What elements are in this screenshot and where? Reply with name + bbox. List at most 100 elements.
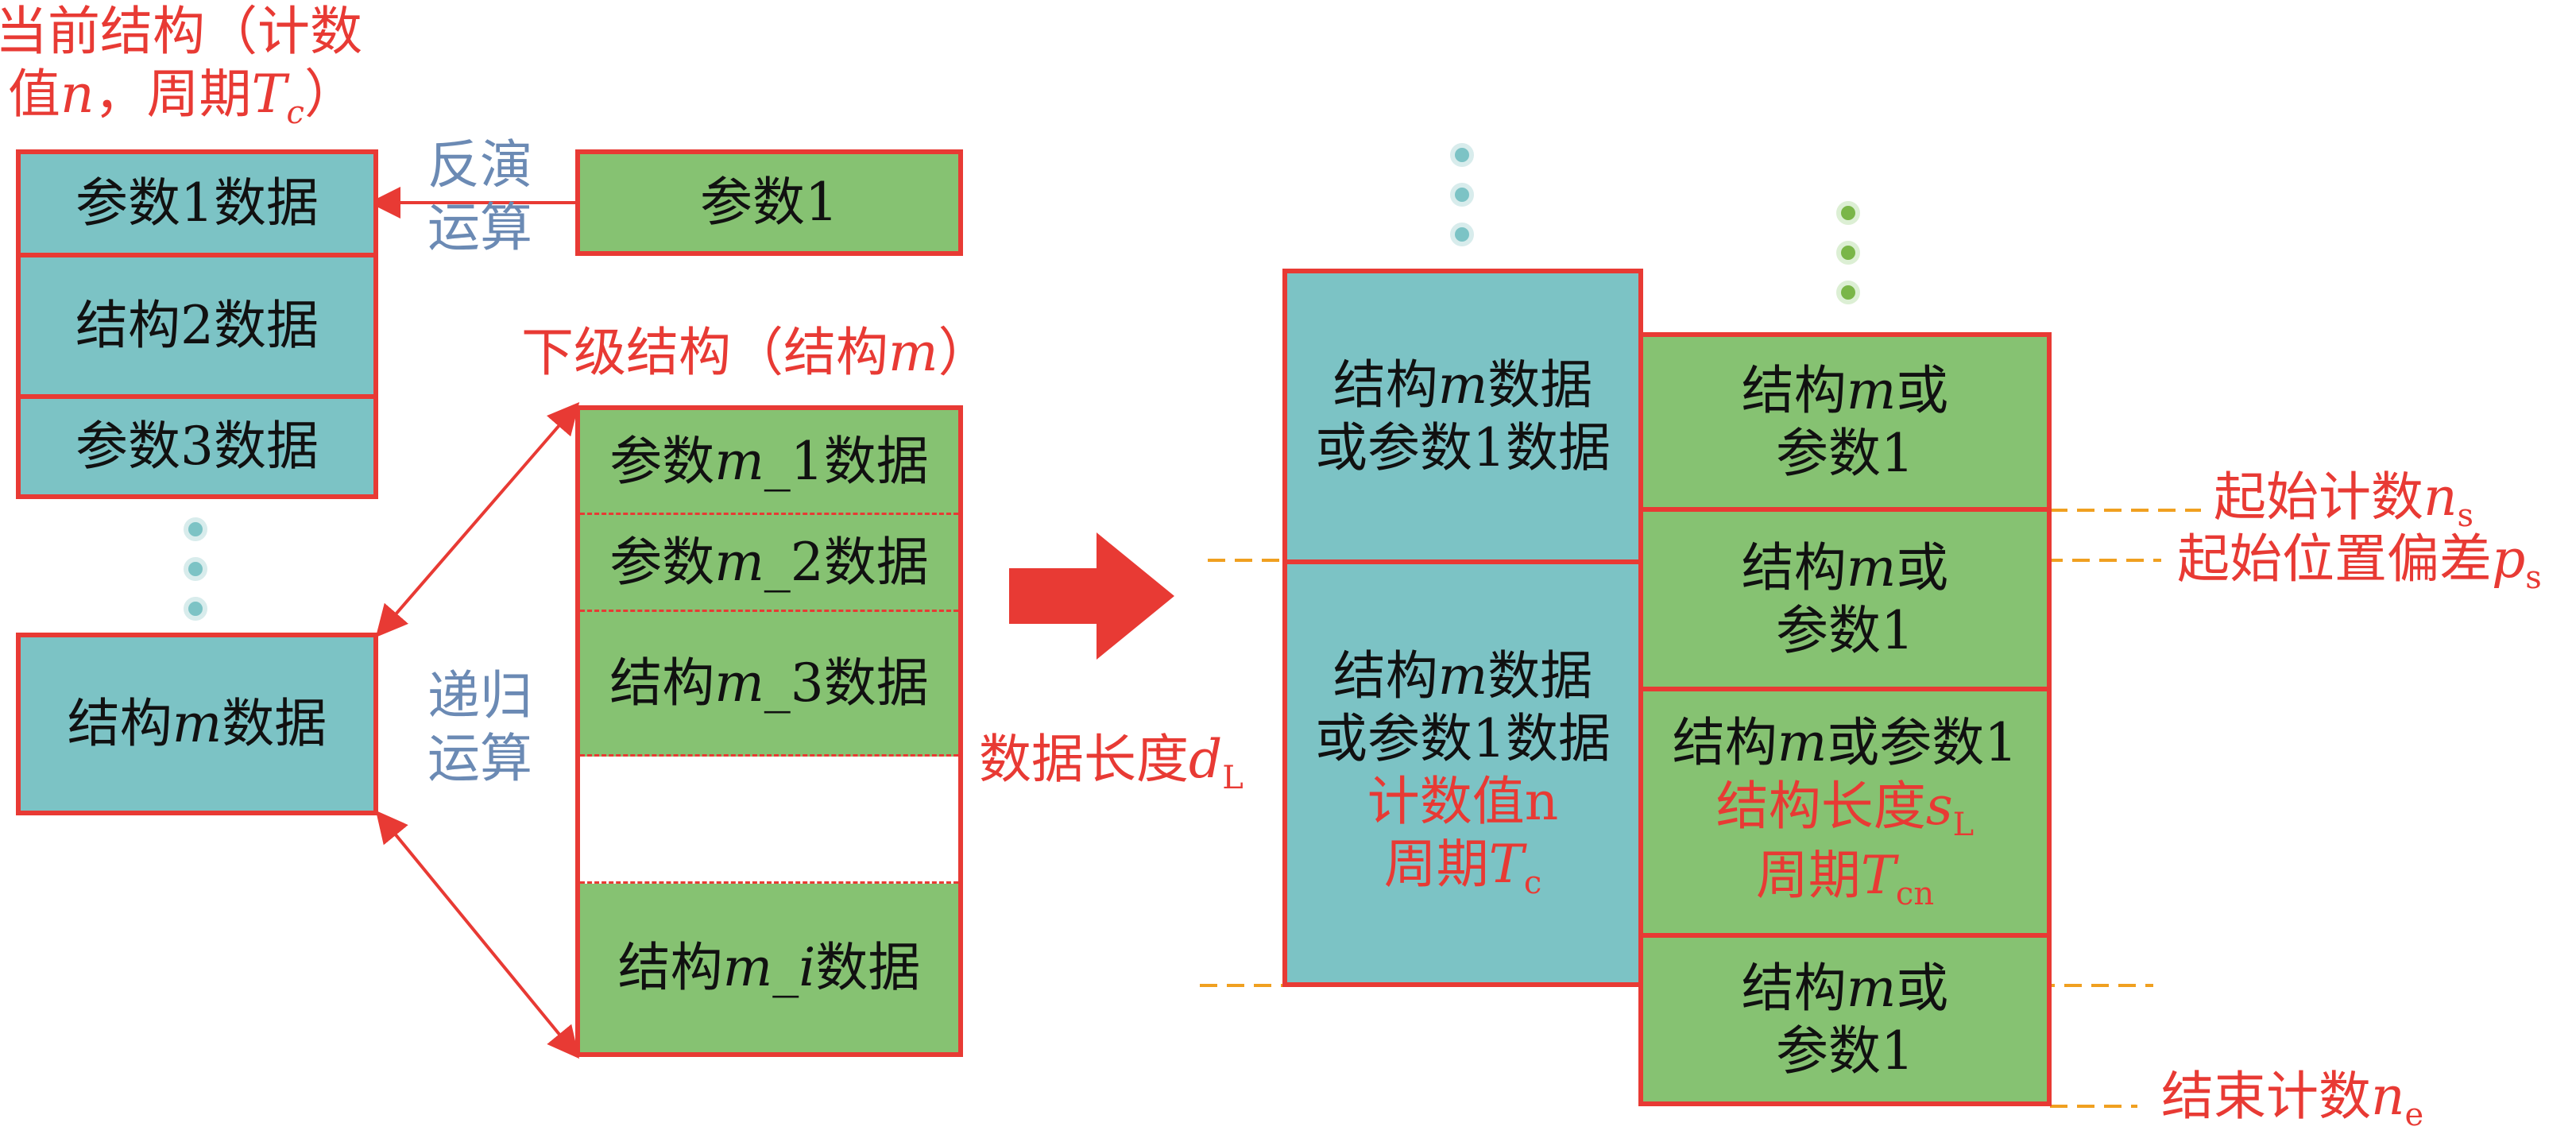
text: 下级结构（结构 [521,322,888,383]
inverse-op-line1: 反演 [427,134,532,195]
current-struct-m: 结构m数据 [16,633,378,815]
right-struct-top: 结构m数据 或参数1数据 [1282,269,1643,564]
title-text: ） [304,64,357,126]
text: 或参数1 [1827,712,2018,774]
m-var: m [714,531,764,593]
title-T: T [251,64,287,126]
row-label: 结构2数据 [75,295,319,357]
text: 结构 [1741,957,1847,1019]
m-var: m_i [722,937,816,999]
text: 数据长度 [979,729,1189,790]
text: 结构 [67,693,172,755]
text: _1数据 [764,430,929,492]
recursive-arrow-lower [375,810,580,1059]
inverse-op-label: 反演 运算 [427,134,532,259]
m-var: m [1846,957,1897,1019]
row-label: 参数1数据 [75,172,319,234]
end-count-label: 结束计数ne [2161,1065,2423,1134]
recursive-arrow-upper [375,401,580,638]
current-row-param3: 参数3数据 [16,394,378,499]
m-var: m [1437,645,1488,706]
ellipsis-dots-right-teal [1450,143,1474,246]
transition-arrow [1009,532,1174,660]
text: 起始计数 [2214,466,2423,528]
recursive-op-label: 递归 运算 [427,664,532,790]
text: 起始位置偏差 [2177,528,2492,590]
struct-m-label: 结构m数据 [68,692,327,755]
line: 结构m或 [1742,957,1949,1020]
start-count-label: 起始计数ns [2214,466,2474,535]
sub-row-3: 结构m_3数据 [580,612,958,757]
current-row-param1: 参数1数据 [16,149,378,257]
data-length-label: 数据长度dL [979,728,1244,797]
p-var: p [2492,528,2526,590]
m-var: m [714,652,764,714]
d-sub: L [1222,760,1244,796]
text: 周期 [1383,834,1489,896]
sub-row-gap [580,757,958,884]
recursive-op-line1: 递归 [427,665,532,726]
n-var: n [2423,466,2458,528]
param1-box: 参数1 [575,149,963,256]
text: 数据 [222,693,327,755]
current-structure-title-line1: 当前结构（计数 [0,1,362,62]
sub-row-label: 结构m_i数据 [618,936,921,999]
ellipsis-dots-right-green [1836,201,1860,304]
line: 结构m数据 [1333,645,1593,707]
d-var: d [1189,729,1223,790]
line: 结构m或参数1 [1673,711,2018,774]
row-label: 参数3数据 [75,416,319,478]
text: 结构 [1672,712,1777,774]
title-c: c [286,95,304,132]
text: ） [938,322,991,383]
text: 周期 [1755,844,1861,906]
s-sub: s [2457,497,2474,534]
title-text: 值 [8,64,60,126]
title-n: n [60,64,95,126]
sub-row-2: 参数m_2数据 [580,515,958,612]
s-sub: s [2525,559,2542,596]
sub-row-i: 结构m_i数据 [580,884,958,1052]
text: 参数 [609,430,715,492]
text: 结构 [1741,536,1847,598]
text: 结束计数 [2161,1066,2371,1127]
T-var: T [1860,844,1896,906]
line: 或参数1数据 [1315,707,1611,769]
struct-length-line: 结构长度sL [1716,775,1974,844]
ellipsis-dots-left [184,517,207,621]
m-var: m [714,430,764,492]
text: 数据 [815,937,921,999]
line: 或参数1数据 [1315,417,1611,478]
m-var: m [172,693,222,755]
m-var: m [1846,536,1897,598]
right-cell-2: 结构m或 参数1 [1638,507,2052,691]
text: _3数据 [764,652,929,714]
sub-row-label: 结构m_3数据 [609,652,929,714]
text: 或 [1896,536,1949,598]
e-sub: e [2404,1097,2424,1133]
text: 结构长度 [1715,775,1926,837]
sub-row-1: 参数m_1数据 [580,410,958,515]
param1-label: 参数1 [700,172,838,234]
title-text: ，周期 [94,64,252,126]
start-offset-label: 起始位置偏差ps [2177,528,2542,597]
L-sub: L [1952,806,1975,843]
sub-row-label: 参数m_1数据 [609,430,929,493]
line: 参数1 [1776,1020,1914,1082]
s-var: s [1925,775,1953,837]
cn-sub: cn [1895,875,1935,912]
line: 参数1 [1776,600,1914,661]
right-struct-bottom: 结构m数据 或参数1数据 计数值n 周期Tc [1282,559,1643,987]
period-line: 周期Tc [1384,833,1541,902]
right-cell-1: 结构m或 参数1 [1638,332,2052,512]
right-cell-3: 结构m或参数1 结构长度sL 周期Tcn [1638,687,2052,938]
sub-structure-title: 下级结构（结构m） [521,321,991,384]
text: 结构 [1332,354,1438,416]
T-var: T [1488,834,1524,896]
c-sub: c [1523,865,1542,902]
line: 结构m或 [1742,359,1949,422]
text: 参数 [609,531,715,593]
sub-row-label: 参数m_2数据 [609,531,929,594]
text: 数据 [1487,645,1593,706]
current-structure-title-line2: 值n，周期Tc） [0,63,362,132]
